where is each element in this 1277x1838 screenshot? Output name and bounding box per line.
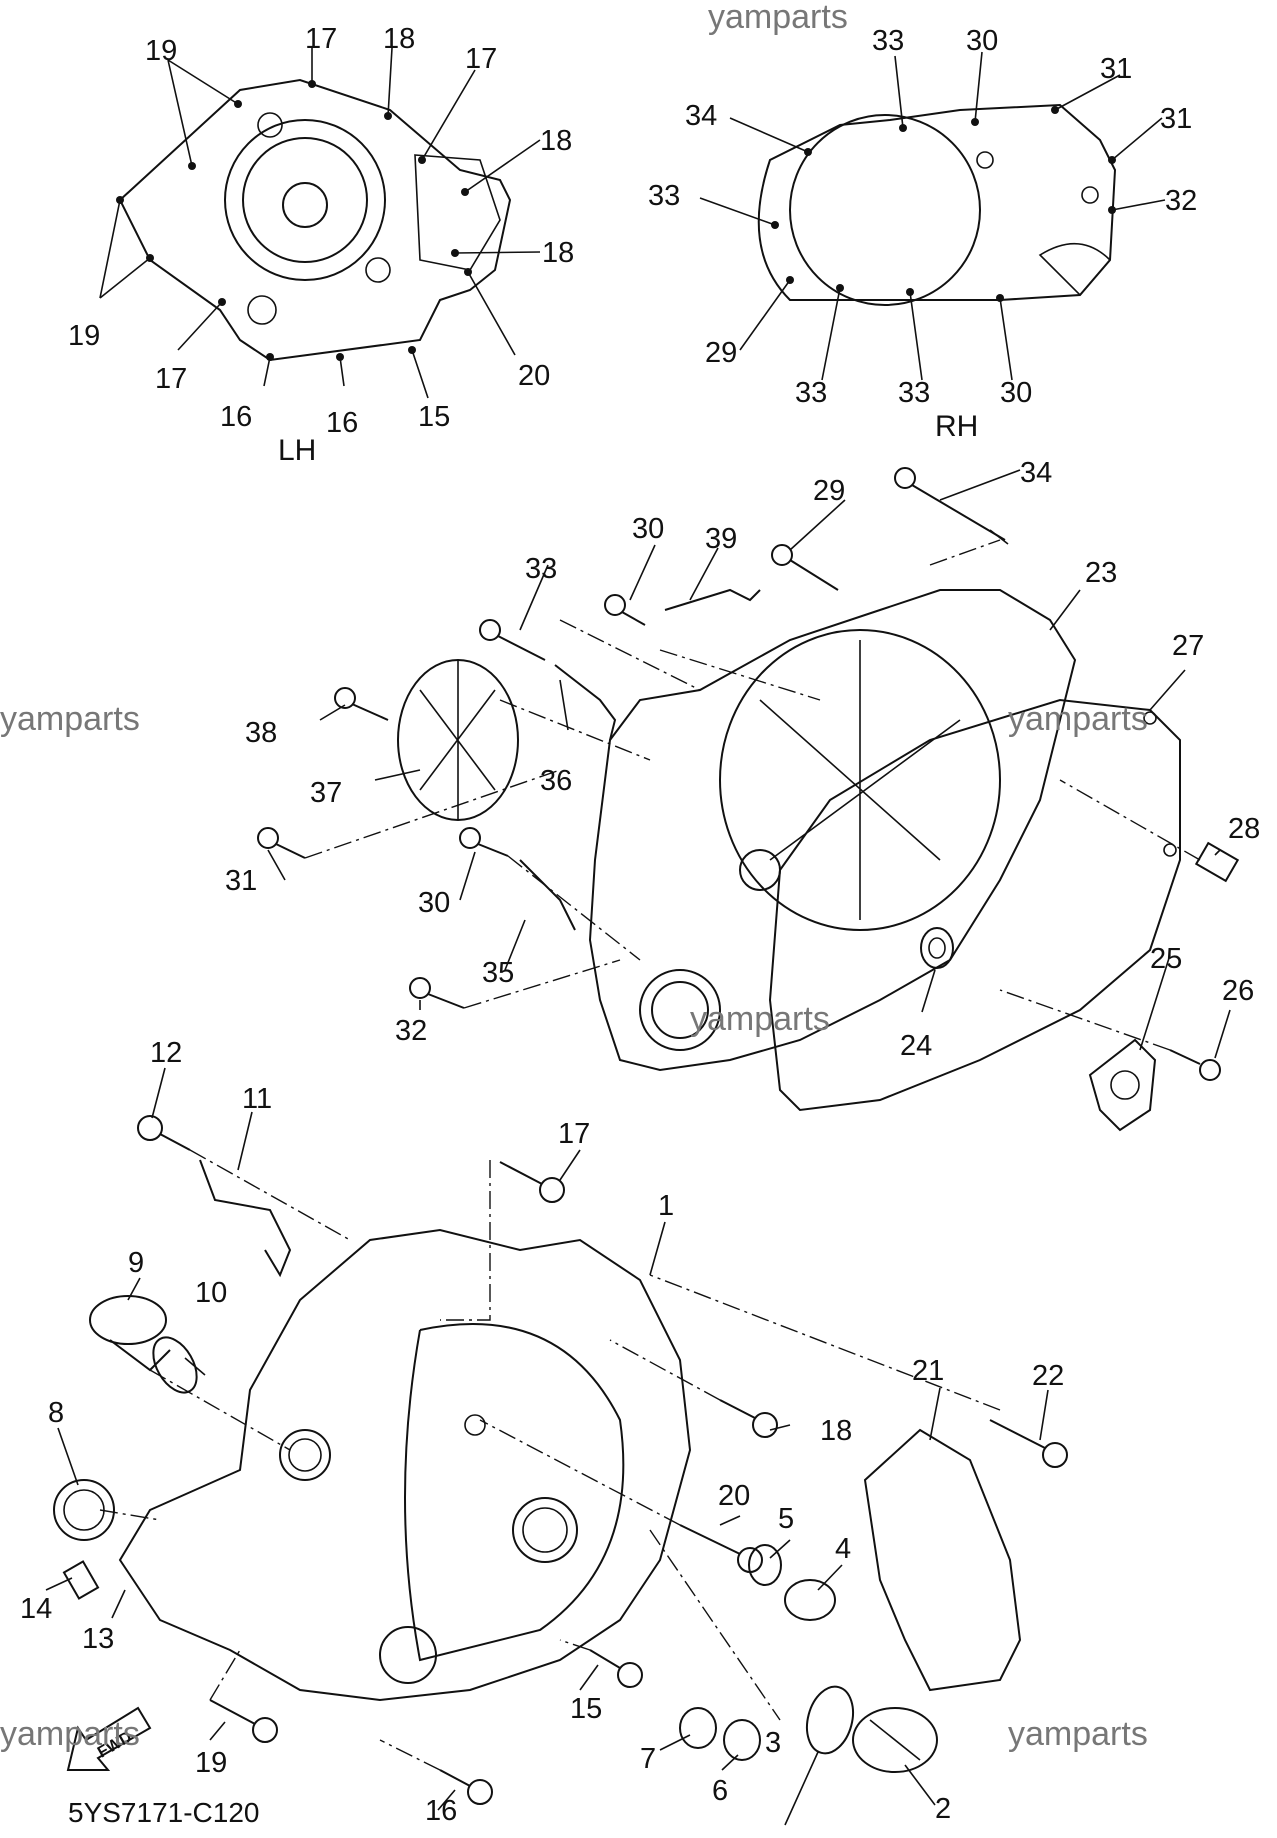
- callout-mid-14: 25: [1150, 943, 1182, 975]
- callout-rh-0: 33: [872, 25, 904, 57]
- callout-low-5: 10: [195, 1277, 227, 1309]
- callout-low-0: 12: [150, 1037, 182, 1069]
- callout-lh-0: 19: [145, 35, 177, 67]
- callout-lh-5: 18: [542, 237, 574, 269]
- watermark: yamparts: [1008, 1715, 1148, 1753]
- watermark: yamparts: [0, 700, 140, 738]
- callout-low-9: 18: [820, 1415, 852, 1447]
- watermark: yamparts: [690, 1000, 830, 1038]
- middle-assembly: 34 29 30 39 33 23 27 38 36 37 28 31 30 3…: [225, 457, 1260, 1132]
- callout-mid-11: 31: [225, 865, 257, 897]
- callout-low-4: 9: [128, 1247, 144, 1279]
- drawing-code: 5YS7171-C120: [68, 1797, 259, 1828]
- bolt-16: [439, 1769, 493, 1805]
- callout-lh-10: 15: [418, 401, 450, 433]
- callout-lh-1: 17: [305, 23, 337, 55]
- callout-low-3: 1: [658, 1190, 674, 1222]
- bolt-18: [719, 1399, 778, 1438]
- watermark: yamparts: [1008, 700, 1148, 738]
- bolt-29: [771, 544, 839, 591]
- callout-mid-17: 32: [395, 1015, 427, 1047]
- bolt-12: [137, 1115, 191, 1151]
- callout-mid-13: 35: [482, 957, 514, 989]
- callout-mid-0: 34: [1020, 457, 1052, 489]
- callout-mid-8: 36: [540, 765, 572, 797]
- bolt-26: [1169, 1049, 1221, 1081]
- callout-mid-15: 26: [1222, 975, 1254, 1007]
- callout-rh-1: 30: [966, 25, 998, 57]
- callout-lh-8: 16: [220, 401, 252, 433]
- callout-low-1: 11: [242, 1083, 272, 1115]
- callout-mid-2: 30: [632, 513, 664, 545]
- lh-cover-diagram: 19 17 18 17 18 18 19 17 16 16 15 20 LH: [68, 23, 574, 467]
- bolt-31: [257, 827, 306, 859]
- callout-low-17: 7: [640, 1743, 656, 1775]
- callout-low-6: 8: [48, 1397, 64, 1429]
- callout-mid-3: 39: [705, 523, 737, 555]
- callout-mid-10: 28: [1228, 813, 1260, 845]
- callout-lh-4: 18: [540, 125, 572, 157]
- bolt-30b: [459, 827, 509, 857]
- callout-lh-2: 18: [383, 23, 415, 55]
- callout-rh-2: 31: [1100, 53, 1132, 85]
- bolt-38: [334, 687, 389, 721]
- callout-mid-5: 23: [1085, 557, 1117, 589]
- callout-lh-9: 16: [326, 407, 358, 439]
- callout-mid-9: 37: [310, 777, 342, 809]
- lower-assembly: 12 11 17 1 9 10 8 21 22 18 20 5 4 14 13 …: [20, 1037, 1068, 1827]
- callout-low-8: 22: [1032, 1360, 1064, 1392]
- callout-low-16: 19: [195, 1747, 227, 1779]
- callout-rh-10: 30: [1000, 377, 1032, 409]
- callout-mid-4: 33: [525, 553, 557, 585]
- bolt-15: [589, 1649, 643, 1688]
- rh-cover-diagram: 33 30 31 31 34 33 32 29 33 33 30 RH: [648, 25, 1197, 443]
- callout-lh-7: 17: [155, 363, 187, 395]
- watermark: yamparts: [0, 1715, 140, 1753]
- callout-low-15: 15: [570, 1693, 602, 1725]
- callout-mid-16: 24: [900, 1030, 932, 1062]
- callout-low-13: 14: [20, 1593, 52, 1625]
- callout-rh-9: 33: [898, 377, 930, 409]
- callout-low-21: 16: [425, 1795, 457, 1827]
- bolt-22: [989, 1419, 1068, 1468]
- rh-label: RH: [935, 410, 978, 443]
- bolt-32: [409, 977, 465, 1009]
- callout-low-2: 17: [558, 1118, 590, 1150]
- bolt-19: [209, 1699, 278, 1743]
- callout-rh-3: 31: [1160, 103, 1192, 135]
- callout-mid-7: 38: [245, 717, 277, 749]
- callout-mid-6: 27: [1172, 630, 1204, 662]
- bolt-33a: [479, 619, 546, 661]
- bolt-17: [499, 1161, 565, 1203]
- callout-low-14: 13: [82, 1623, 114, 1655]
- callout-low-7: 21: [912, 1355, 944, 1387]
- callout-rh-8: 33: [795, 377, 827, 409]
- bolt-30a: [604, 594, 646, 626]
- callout-mid-12: 30: [418, 887, 450, 919]
- callout-low-20: 2: [935, 1793, 951, 1825]
- callout-rh-6: 32: [1165, 185, 1197, 217]
- callout-low-19: 3: [765, 1727, 781, 1759]
- callout-low-12: 4: [835, 1533, 851, 1565]
- lh-label: LH: [278, 434, 316, 467]
- bolt-20: [679, 1524, 763, 1573]
- callout-low-10: 20: [718, 1480, 750, 1512]
- callout-rh-7: 29: [705, 337, 737, 369]
- callout-low-18: 6: [712, 1775, 728, 1807]
- callout-lh-11: 20: [518, 360, 550, 392]
- callout-lh-3: 17: [465, 43, 497, 75]
- bolt-34: [894, 467, 1009, 545]
- watermark: yamparts: [708, 0, 848, 36]
- callout-rh-5: 33: [648, 180, 680, 212]
- callout-low-11: 5: [778, 1503, 794, 1535]
- callout-mid-1: 29: [813, 475, 845, 507]
- callout-rh-4: 34: [685, 100, 717, 132]
- callout-lh-6: 19: [68, 320, 100, 352]
